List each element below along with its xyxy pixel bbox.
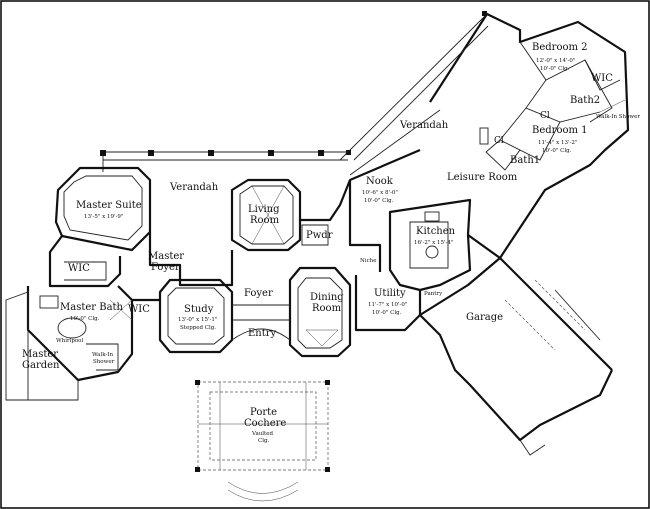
label-whirlpool: Whirlpool — [56, 338, 83, 344]
label-master-suite: Master Suite — [76, 200, 142, 211]
label-kitchen: Kitchen — [416, 226, 456, 237]
label-niche: Niche — [360, 258, 376, 264]
label-cl-1: Cl — [540, 111, 550, 121]
label-utility-ceiling: 10'-0" Clg. — [372, 310, 402, 316]
label-wic-bath: WIC — [128, 304, 150, 315]
porte-cochere — [195, 328, 330, 502]
bedroom-wing-walls — [429, 12, 630, 260]
label-nook-ceiling: 10'-0" Clg. — [364, 198, 394, 204]
label-bedroom2-ceiling: 10'-0" Clg. — [540, 66, 570, 72]
label-nook: Nook — [366, 176, 394, 187]
label-porte-ceiling-1: Vaulted — [251, 431, 274, 437]
label-porte-ceiling-2: Clg. — [258, 438, 269, 444]
room-labels: Bedroom 2 12'-0" x 14'-0" 10'-0" Clg. WI… — [22, 42, 640, 444]
label-living-line2: Room — [250, 215, 280, 226]
label-master-suite-dims: 13'-5" x 19'-9" — [84, 214, 123, 220]
label-walk-in-shower-top: Walk-In Shower — [596, 114, 640, 120]
verandah-top — [339, 11, 489, 176]
label-bedroom2-dims: 12'-0" x 14'-0" — [536, 58, 575, 64]
label-bedroom2: Bedroom 2 — [532, 42, 588, 53]
label-leisure-room: Leisure Room — [447, 172, 518, 183]
label-walk-in-shower-2: Shower — [93, 359, 115, 365]
garage-walls — [419, 257, 613, 456]
label-bath1: Bath1 — [510, 155, 540, 166]
label-study-ceiling: Stepped Clg. — [180, 325, 216, 331]
label-master-garden-2: Garden — [22, 360, 60, 371]
label-master-garden-1: Master — [22, 349, 58, 360]
label-master-foyer-1: Master — [148, 251, 184, 262]
main-house-walls — [5, 148, 472, 401]
label-bath2: Bath2 — [570, 95, 600, 106]
label-garage: Garage — [466, 312, 503, 323]
label-dining-line1: Dining — [310, 292, 344, 303]
label-dining-line2: Room — [312, 303, 342, 314]
label-wic-left: WIC — [68, 263, 90, 274]
label-pwdr: Pwdr — [306, 230, 333, 241]
label-entry: Entry — [248, 328, 277, 339]
label-kitchen-dims: 16'-2" x 15'-4" — [414, 240, 453, 246]
label-porte-1: Porte — [250, 407, 277, 418]
verandah-left — [100, 150, 348, 172]
label-utility-dims: 11'-7" x 10'-0" — [368, 302, 407, 308]
label-bedroom1: Bedroom 1 — [532, 125, 588, 136]
label-walk-in-shower-1: Walk-In — [92, 352, 113, 358]
label-master-bath: Master Bath — [60, 302, 124, 313]
label-utility: Utility — [374, 288, 406, 299]
label-cl-2: Cl — [494, 136, 504, 146]
label-bedroom1-dims: 11'-4" x 13'-2" — [538, 140, 577, 146]
label-master-bath-ceiling: 10'-0" Clg. — [70, 316, 100, 322]
label-living-line1: Living — [248, 204, 280, 215]
label-wic-top: WIC — [591, 73, 613, 84]
label-foyer: Foyer — [244, 288, 273, 299]
label-pantry: Pantry — [424, 291, 443, 297]
label-study-dims: 13'-0" x 15'-1" — [178, 317, 217, 323]
label-master-foyer-2: Foyer — [151, 262, 180, 273]
label-verandah-left: Verandah — [169, 182, 219, 193]
label-nook-dims: 10'-6" x 8'-0" — [362, 190, 398, 196]
label-study: Study — [184, 304, 214, 315]
label-bedroom1-ceiling: 10'-0" Clg. — [542, 148, 572, 154]
label-porte-2: Cochere — [244, 418, 286, 429]
label-verandah-top: Verandah — [399, 120, 449, 131]
